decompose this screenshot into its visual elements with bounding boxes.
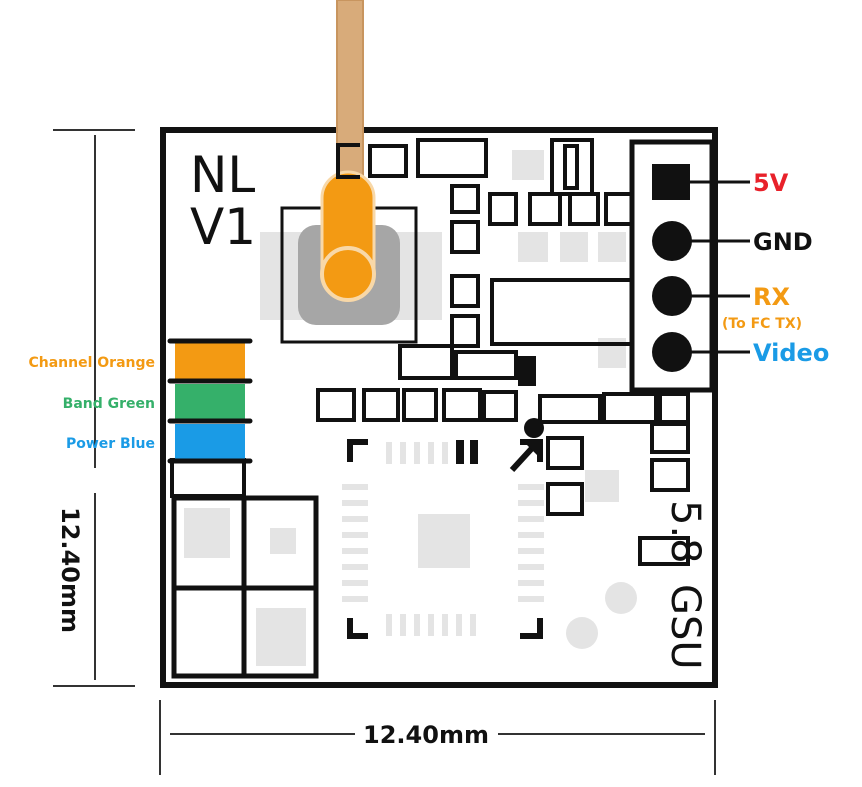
smd-component (650, 458, 690, 492)
large-pads (171, 495, 319, 679)
width-dimension (159, 700, 716, 775)
width-dimension-label: 12.40mm (363, 721, 489, 749)
smd-component (316, 388, 356, 422)
chip-pins (342, 442, 544, 636)
smd-component (368, 144, 408, 178)
grey-pad (270, 528, 296, 554)
smd-component (402, 388, 438, 422)
smd-component (416, 138, 488, 178)
height-dimension-label: 12.40mm (56, 507, 84, 633)
grey-via (566, 617, 598, 649)
button-label-0: Channel Orange (28, 355, 155, 371)
grey-pad (585, 470, 619, 502)
chip-corner (347, 439, 368, 462)
chip-corner (520, 618, 543, 639)
smd-component (450, 184, 480, 214)
smd-component (488, 192, 518, 226)
pin-labels: 5V GND RX (To FC TX) Video (722, 169, 829, 367)
grey-pad (184, 508, 230, 558)
pin-marker-gnd (652, 221, 692, 261)
smd-component (454, 350, 518, 380)
smd-component (650, 422, 690, 454)
smd-component (450, 274, 480, 308)
large-pad (241, 585, 319, 679)
smd-component (450, 220, 480, 254)
grey-pad (518, 232, 548, 262)
smd-component (602, 392, 658, 424)
component-fill-black (456, 440, 464, 464)
board-marking-nl: NL (190, 146, 255, 204)
button-bar-1 (175, 384, 245, 420)
button-label-1: Band Green (63, 396, 155, 412)
smd-component (538, 394, 602, 424)
button-bar-0 (175, 343, 245, 379)
main-chip (342, 439, 544, 639)
smd-component (398, 344, 454, 380)
pin-sublabel-rx: (To FC TX) (722, 316, 802, 332)
smd-component (638, 536, 690, 566)
component-bracket (336, 143, 360, 179)
button-label-2: Power Blue (66, 436, 155, 452)
smd-component (450, 314, 480, 348)
smd-component (528, 192, 562, 226)
grey-pad (598, 232, 626, 262)
chip-center-pad (418, 514, 470, 568)
button-bar-2 (175, 424, 245, 460)
side-marking-gsu: GSU (662, 584, 708, 670)
pin-markers (652, 164, 750, 372)
smd-component (482, 390, 518, 422)
component-fill-black (518, 356, 536, 386)
pin-label-5v: 5V (753, 169, 789, 197)
pin-label-rx: RX (753, 283, 790, 311)
smd-component (568, 192, 600, 226)
smd-component (546, 482, 584, 516)
smd-component-inner (563, 144, 579, 190)
grey-pad (256, 608, 306, 666)
grey-via (605, 582, 637, 614)
pin-marker-video (652, 332, 692, 372)
chip-corner (347, 618, 368, 639)
chip-corner (520, 439, 543, 462)
smd-component (442, 388, 482, 422)
height-dimension (53, 129, 135, 687)
board-marking-v1: V1 (190, 198, 256, 256)
pin1-marker-arrow (509, 443, 537, 473)
grey-pad (512, 150, 544, 180)
components (170, 138, 690, 566)
component-fill-black (470, 440, 478, 464)
pin-label-video: Video (753, 339, 829, 367)
antenna-tip-end (320, 246, 376, 302)
pin-marker-rx (652, 276, 692, 316)
side-marking-58: 5.8 (662, 500, 708, 564)
grey-pad (560, 232, 588, 262)
smd-component (362, 388, 400, 422)
button-bars (167, 338, 253, 464)
pin-label-gnd: GND (753, 228, 813, 256)
pin1-marker-dot (524, 418, 544, 438)
pin-marker-5v (652, 164, 690, 200)
antenna-wire (336, 0, 364, 191)
smd-component (546, 436, 584, 470)
